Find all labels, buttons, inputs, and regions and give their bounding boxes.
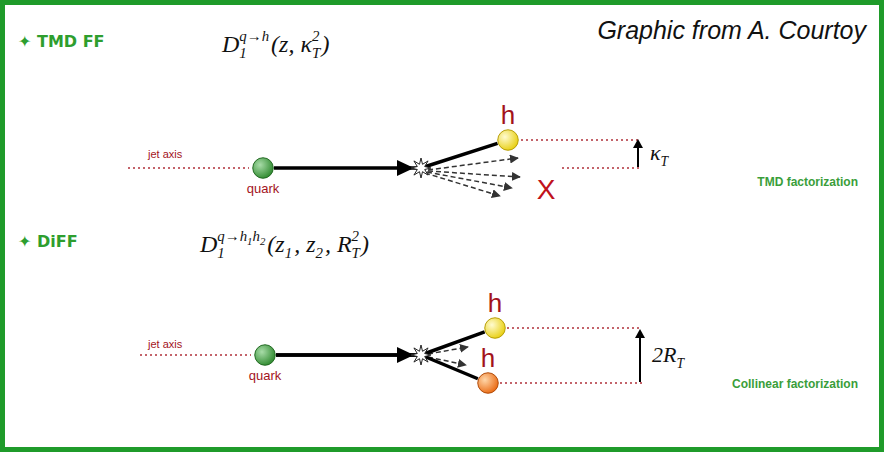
particle-shape — [477, 372, 499, 394]
hadron-dot: h — [497, 129, 519, 151]
fragmentation-vertex — [411, 345, 431, 365]
particle-circle — [498, 130, 519, 151]
credit-note: Graphic from A. Courtoy — [597, 18, 866, 43]
formula-part: (z — [267, 232, 284, 256]
particle-shape — [254, 344, 276, 366]
fragmentation-line — [274, 143, 498, 168]
particle-shape — [252, 157, 274, 179]
remnant-label-box: X — [537, 176, 556, 204]
factorization-tag: Collinear factorization — [732, 378, 858, 390]
particle-circle — [255, 345, 276, 366]
axis-label-box: jet axis — [148, 149, 182, 160]
formula: D1q→h(z, κT2) — [222, 32, 329, 56]
remnant-label: X — [537, 176, 556, 204]
formula-part: 2 — [260, 236, 265, 247]
kt-label-box: κT — [650, 142, 668, 164]
formula-part: T — [312, 46, 320, 61]
reference-line — [562, 167, 640, 169]
hadron-dot: h — [477, 372, 499, 394]
factorization-tag-box: Collinear factorization — [732, 378, 858, 390]
reference-line — [521, 139, 640, 141]
formula-part: q→h — [239, 29, 269, 44]
fragmentation-line — [276, 355, 478, 379]
formula-part: (z, κ — [271, 32, 312, 56]
fragmentation-line — [276, 332, 485, 355]
rt-label: T — [676, 357, 684, 371]
particle-shape — [497, 129, 519, 151]
formula-part: 2 — [352, 229, 359, 244]
reference-line — [500, 382, 642, 384]
particle-label: h — [501, 102, 515, 128]
kt-arrow — [637, 147, 639, 167]
jet-axis-line — [128, 167, 249, 169]
factorization-tag: TMD factorization — [757, 176, 858, 188]
rt-arrow — [639, 337, 641, 382]
credit-note-box: Graphic from A. Courtoy — [597, 18, 866, 43]
section-heading-box: ✦ DiFF — [18, 234, 78, 250]
section-heading-box: ✦ TMD FF — [18, 34, 105, 50]
formula-part: h — [253, 229, 260, 244]
particle-label: quark — [247, 182, 280, 195]
rt-arrowhead — [635, 329, 645, 338]
particle-label: h — [488, 290, 502, 316]
hadron-dot: h — [484, 317, 506, 339]
axis-label: jet axis — [148, 339, 182, 350]
formula-part: 1 — [217, 246, 224, 261]
fragmentation-vertex — [411, 158, 431, 178]
kt-arrowhead — [633, 139, 643, 148]
formula-part: ) — [361, 232, 369, 256]
dashed-track — [428, 171, 520, 177]
particle-circle — [253, 158, 274, 179]
formula-part: ) — [321, 32, 329, 56]
formula-part: 1 — [285, 246, 292, 261]
dashed-track — [425, 173, 500, 196]
particle-label: h — [481, 345, 495, 371]
rt-label: 2R — [652, 344, 676, 366]
axis-label-box: jet axis — [148, 339, 182, 350]
quark-dot: quark — [254, 344, 276, 366]
formula-part: 2 — [312, 29, 319, 44]
formula-part: q→h — [217, 229, 247, 244]
particle-shape — [484, 317, 506, 339]
formula-part: , R — [325, 232, 352, 256]
formula-part: D — [200, 232, 217, 256]
formula: D1q→h1h2(z1, z2, RT2) — [200, 232, 369, 256]
section-heading: ✦ TMD FF — [18, 34, 105, 50]
particle-circle — [478, 373, 499, 394]
formula-part: T — [352, 246, 360, 261]
axis-label: jet axis — [148, 149, 182, 160]
section-heading: ✦ DiFF — [18, 234, 78, 250]
formula-part: , z — [294, 232, 315, 256]
particle-circle — [485, 318, 506, 339]
kt-label: T — [661, 155, 669, 169]
reference-line — [507, 327, 642, 329]
formula-part: 2 — [315, 246, 322, 261]
factorization-tag-box: TMD factorization — [757, 176, 858, 188]
formula-part: D — [222, 32, 239, 56]
dashed-track — [427, 172, 512, 188]
formula-part: 1 — [239, 46, 246, 61]
kt-label: κ — [650, 142, 661, 164]
particle-label: quark — [249, 369, 282, 382]
jet-axis-line — [140, 354, 251, 356]
rt-label-box: 2RT — [652, 344, 684, 366]
formula-part: 1 — [247, 236, 252, 247]
quark-dot: quark — [252, 157, 274, 179]
